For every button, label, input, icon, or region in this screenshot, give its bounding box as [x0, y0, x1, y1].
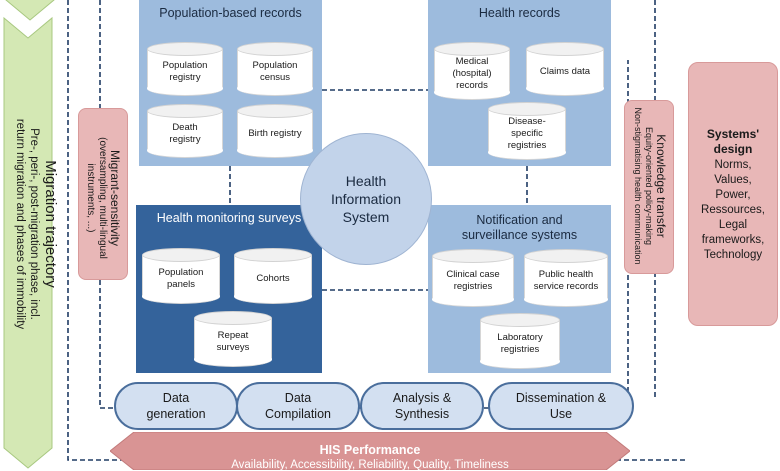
notification-surveillance-panel: Notification and surveillance systems Cl… — [428, 205, 611, 373]
migration-title: Migration trajectory — [42, 160, 59, 288]
performance-subtitle: Availability, Accessibility, Reliability… — [231, 459, 509, 471]
step-dissemination-use: Dissemination & Use — [488, 382, 634, 430]
knowledge-transfer-title: Knowledge transfer — [654, 134, 668, 238]
migrant-sensitivity-box — [78, 108, 128, 280]
repeat-surveys-cylinder: Repeat surveys — [194, 311, 272, 367]
migrant-sensitivity-title: Migrant-sensitivity — [108, 149, 122, 247]
health-information-system-circle: Health Information System — [300, 133, 432, 265]
systems-design-item: Norms, — [714, 159, 752, 171]
knowledge-transfer-sub-2: Non-stigmatising health communication — [633, 107, 643, 265]
health-monitoring-panel: Health monitoring surveys Population pan… — [136, 205, 322, 373]
knowledge-transfer-text: Knowledge transfer Equity-oriented polic… — [628, 86, 668, 286]
systems-design-box: Systems' design Norms, Values, Power, Re… — [688, 62, 778, 326]
migration-subtitle-1: Pre-, peri-, post-migration phase, incl. — [28, 128, 40, 320]
birth-registry-cylinder: Birth registry — [237, 104, 313, 158]
knowledge-transfer-sub-1: Equity-oriented policy-making — [644, 126, 654, 246]
panel-title: Health monitoring surveys — [156, 211, 302, 225]
his-label: Health Information System — [330, 173, 402, 225]
migrant-sensitivity-text: Migrant-sensitivity (oversampling, multi… — [82, 98, 122, 298]
population-census-cylinder: Population census — [237, 42, 313, 96]
public-health-records-cylinder: Public health service records — [524, 249, 608, 307]
systems-design-item: Ressources, — [701, 204, 765, 216]
migration-subtitle-2: return migration and phases of immobilit… — [14, 118, 26, 330]
clinical-case-registries-cylinder: Clinical case registries — [432, 249, 514, 307]
laboratory-registries-cylinder: Laboratory registries — [480, 313, 560, 369]
population-panels-cylinder: Population panels — [142, 248, 220, 304]
cohorts-cylinder: Cohorts — [234, 248, 312, 304]
systems-design-title: Systems' design — [706, 127, 760, 156]
panel-title: Population-based records — [159, 6, 302, 20]
medical-records-cylinder: Medical (hospital) records — [434, 42, 510, 100]
claims-data-cylinder: Claims data — [526, 42, 604, 96]
step-analysis-synthesis: Analysis & Synthesis — [360, 382, 484, 430]
performance-title: HIS Performance — [319, 443, 421, 457]
population-registry-cylinder: Population registry — [147, 42, 223, 96]
migrant-sensitivity-sub-2: instruments, ...) — [85, 163, 96, 233]
health-records-panel: Health records Medical (hospital) record… — [428, 0, 611, 166]
population-records-panel: Population-based records Population regi… — [139, 0, 322, 166]
systems-design-item: Power, — [715, 189, 751, 201]
systems-design-item: Values, — [714, 174, 752, 186]
migration-arrow — [3, 0, 55, 469]
knowledge-transfer-box — [624, 100, 674, 274]
systems-design-item: Technology — [703, 249, 763, 261]
step-data-compilation: Data Compilation — [236, 382, 360, 430]
migrant-sensitivity-sub-1: (oversampling, multi-lingual — [97, 137, 108, 259]
step-data-generation: Data generation — [114, 382, 238, 430]
panel-title: Notification and surveillance systems — [461, 213, 578, 242]
performance-arrow — [110, 432, 630, 470]
disease-registries-cylinder: Disease-specific registries — [488, 102, 566, 160]
panel-title: Health records — [478, 6, 561, 20]
death-registry-cylinder: Death registry — [147, 104, 223, 158]
migration-trajectory-label: Migration trajectory Pre-, peri-, post-m… — [0, 4, 59, 444]
systems-design-item: Legal frameworks, — [701, 219, 765, 246]
